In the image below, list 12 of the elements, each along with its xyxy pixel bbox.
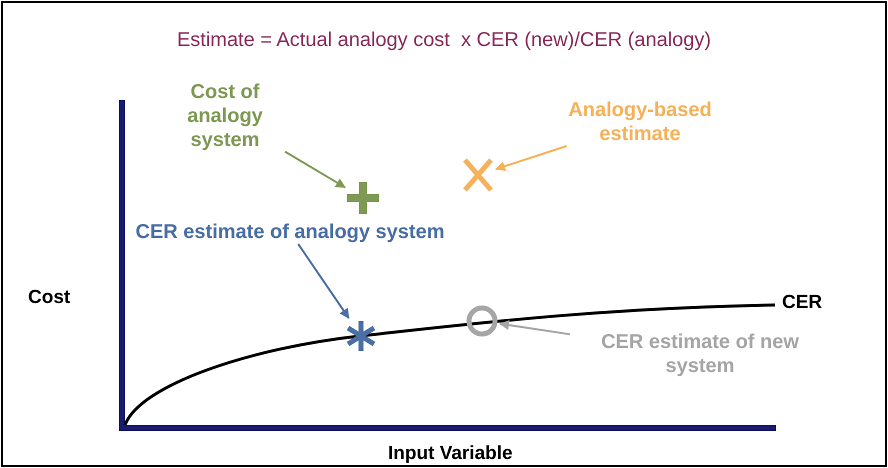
callout-text: CER estimate of analogy system (135, 220, 445, 244)
formula-title: Estimate = Actual analogy cost x CER (new)/CER (analogy) (176, 28, 712, 52)
leader-arrow (284, 150, 346, 188)
curve-label: CER (782, 292, 822, 315)
callout-text: CER estimate of new system (570, 330, 830, 378)
leader-arrow (495, 145, 567, 172)
axis-title: Input Variable (388, 443, 513, 466)
callout-text: Analogy-based estimate (540, 98, 740, 146)
leader-arrow (499, 320, 570, 336)
callout-text: Cost of analogy system (165, 80, 285, 152)
axis-title: Cost (28, 287, 70, 310)
leader-arrow (297, 243, 350, 319)
